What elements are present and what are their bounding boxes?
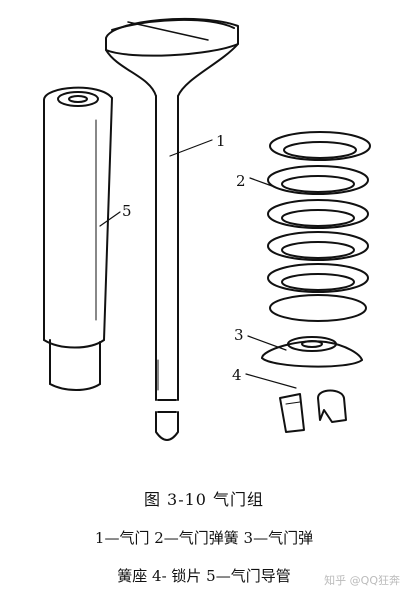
label-lock: 4 <box>232 366 242 384</box>
valve-guide-part <box>43 86 113 391</box>
label-guide: 5 <box>122 202 132 220</box>
valve-spring-part <box>267 131 371 322</box>
label-valve: 1 <box>216 132 226 150</box>
spring-seat-part <box>261 336 363 368</box>
valve-lock-part <box>279 389 347 433</box>
label-spring-seat: 3 <box>234 326 244 344</box>
valve-part <box>105 17 239 441</box>
figure-legend-line-1: 1—气门 2—气门弹簧 3—气门弹 <box>94 529 314 547</box>
leader-lines <box>99 139 297 389</box>
watermark: 知乎 @QQ狂奔 <box>324 574 400 587</box>
figure-legend-line-2: 簧座 4- 锁片 5—气门导管 <box>117 567 291 585</box>
figure-title: 图 3-10 气门组 <box>143 490 265 509</box>
label-spring: 2 <box>236 172 246 190</box>
valve-group-diagram: 1 2 3 4 5 <box>43 17 371 441</box>
